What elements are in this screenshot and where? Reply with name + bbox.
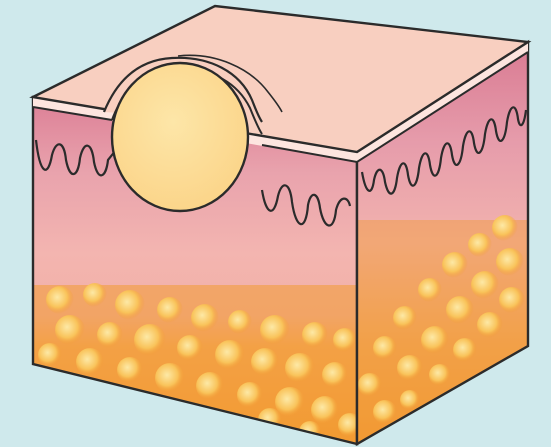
cyst-body xyxy=(112,63,248,211)
